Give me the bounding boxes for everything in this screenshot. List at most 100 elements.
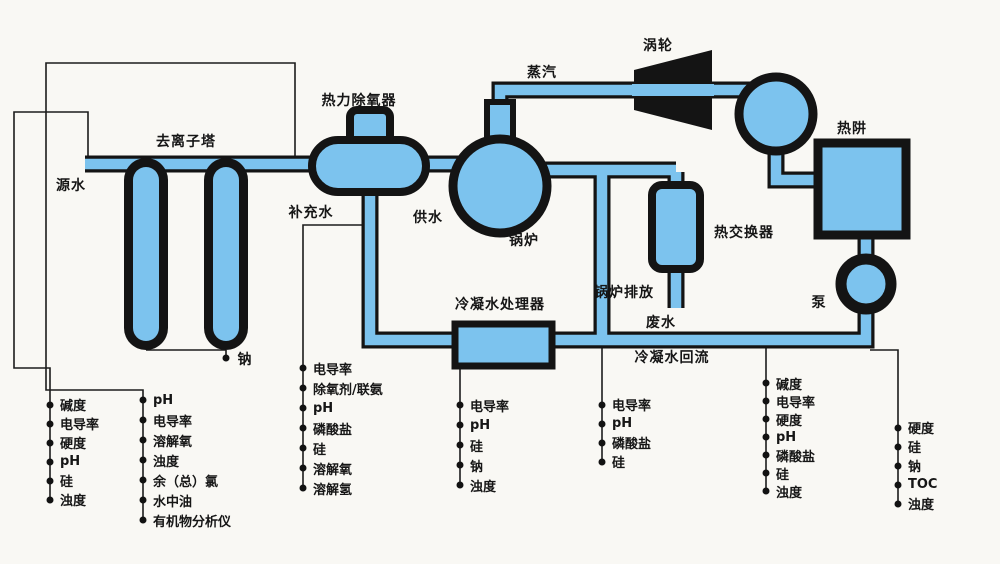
param-list-feedwater: 电导率 除氧剂/联氨 pH 磷酸盐 硅 — [299, 358, 383, 498]
param-label: 除氧剂/联氨 — [313, 382, 383, 398]
param-label: 硅 — [612, 456, 626, 471]
bullet-dot — [762, 451, 770, 459]
deionizer-tower-1-core — [133, 167, 159, 341]
param-label: 硬度 — [908, 422, 935, 437]
param-item: 磷酸盐 — [598, 433, 652, 452]
bullet-dot — [762, 397, 770, 405]
bullet-dot — [456, 401, 464, 409]
param-list-condensate-polisher: 电导率 pH 硅 钠 浊度 — [456, 395, 510, 495]
param-label: 余（总）氯 — [153, 474, 219, 490]
param-label: 硬度 — [776, 413, 803, 429]
bullet-dot — [456, 461, 464, 469]
tower-bottom-connector — [146, 349, 227, 355]
label-makeup-water: 补充水 — [288, 205, 334, 221]
label-heat-exchanger: 热交换器 — [714, 225, 774, 241]
param-label: 硅 — [60, 475, 74, 490]
param-label: pH — [470, 417, 491, 433]
param-label: 电导率 — [313, 362, 353, 378]
param-label: pH — [153, 392, 174, 408]
param-item: 钠 — [456, 455, 509, 475]
bullet-dot — [456, 481, 464, 489]
boiler-vessel — [448, 134, 552, 238]
bullet-dot — [762, 415, 770, 423]
param-list-condensate-return: 碱度 电导率 硬度 pH 磷酸盐 硅 — [762, 374, 816, 501]
bullet-dot — [139, 516, 147, 524]
param-label: 浊度 — [776, 485, 803, 501]
param-label: pH — [313, 400, 334, 416]
bullet-dot — [894, 424, 902, 431]
param-item: 浊度 — [46, 490, 99, 509]
label-feed-water: 供水 — [413, 210, 443, 226]
param-item: 硬度 — [46, 433, 99, 452]
param-label: 碱度 — [776, 377, 803, 393]
bullet-dot — [139, 456, 147, 464]
param-item: pH — [762, 428, 815, 446]
param-label: 电导率 — [776, 395, 816, 411]
param-item: 硅 — [299, 438, 383, 458]
param-item: 硅 — [894, 437, 937, 456]
param-item: 浊度 — [762, 482, 815, 501]
bullet-dot — [299, 484, 307, 492]
bullet-dot — [139, 476, 147, 484]
param-item: 碱度 — [46, 395, 99, 414]
param-label: 磷酸盐 — [612, 437, 652, 452]
bullet-dot — [299, 404, 307, 412]
label-waste-water: 废水 — [646, 315, 676, 331]
param-label: pH — [612, 416, 633, 431]
param-item: pH — [46, 452, 99, 471]
turbine-steam-channel — [632, 84, 714, 96]
bullet-dot — [456, 421, 464, 429]
param-label: 有机物分析仪 — [153, 514, 232, 530]
param-item: 硅 — [46, 471, 99, 490]
bullet-dot — [894, 481, 902, 488]
pump-body — [835, 253, 897, 315]
bullet-dot — [598, 401, 606, 408]
label-condensate-return: 冷凝水回流 — [634, 350, 710, 366]
param-item: 电导率 — [139, 410, 231, 430]
param-item: 溶解氧 — [139, 430, 231, 450]
bullet-dot — [299, 384, 307, 392]
label-sodium: 钠 — [237, 352, 253, 368]
param-item: 浊度 — [139, 450, 231, 470]
param-label: 浊度 — [153, 454, 180, 470]
bullet-dot — [46, 477, 54, 484]
param-label: 磷酸盐 — [313, 422, 353, 438]
param-label: 浊度 — [60, 494, 87, 509]
param-label: 电导率 — [153, 414, 193, 430]
label-heat-sink: 热阱 — [837, 121, 867, 137]
bullet-dot — [139, 416, 147, 424]
bullet-dot — [762, 469, 770, 477]
param-label: 硅 — [470, 439, 484, 455]
param-item: 溶解氧 — [299, 458, 383, 478]
param-item: 碱度 — [762, 374, 815, 393]
route-feedwater-sample — [302, 224, 368, 488]
label-condensate-polisher: 冷凝水处理器 — [455, 297, 545, 313]
label-deionizer-tower: 去离子塔 — [156, 134, 216, 150]
label-boiler-blowdown: 锅炉排放 — [594, 285, 654, 301]
param-label: pH — [776, 429, 797, 445]
param-item: 电导率 — [598, 395, 651, 414]
bullet-dot — [598, 420, 606, 427]
param-item: 浊度 — [456, 475, 509, 495]
param-item: pH — [456, 415, 509, 435]
param-item: 电导率 — [299, 358, 383, 378]
pipes-fill — [85, 84, 872, 346]
param-item: 水中油 — [139, 490, 231, 510]
param-label: 溶解氧 — [313, 462, 353, 478]
param-item: 电导率 — [456, 395, 510, 415]
deionizer-tower-2-core — [213, 167, 239, 341]
label-boiler: 锅炉 — [509, 233, 539, 249]
param-label: 电导率 — [470, 399, 510, 415]
sodium-sample-dot — [222, 354, 230, 362]
param-label: 水中油 — [153, 494, 193, 510]
param-item: 浊度 — [894, 494, 937, 513]
param-item: 有机物分析仪 — [139, 510, 232, 530]
param-label: 硬度 — [60, 437, 87, 452]
label-thermal-deaerator: 热力除氧器 — [321, 93, 397, 109]
bullet-dot — [299, 364, 307, 372]
label-turbine: 涡轮 — [643, 38, 673, 54]
bullet-dot — [456, 441, 464, 449]
param-label: 溶解氢 — [313, 482, 353, 498]
